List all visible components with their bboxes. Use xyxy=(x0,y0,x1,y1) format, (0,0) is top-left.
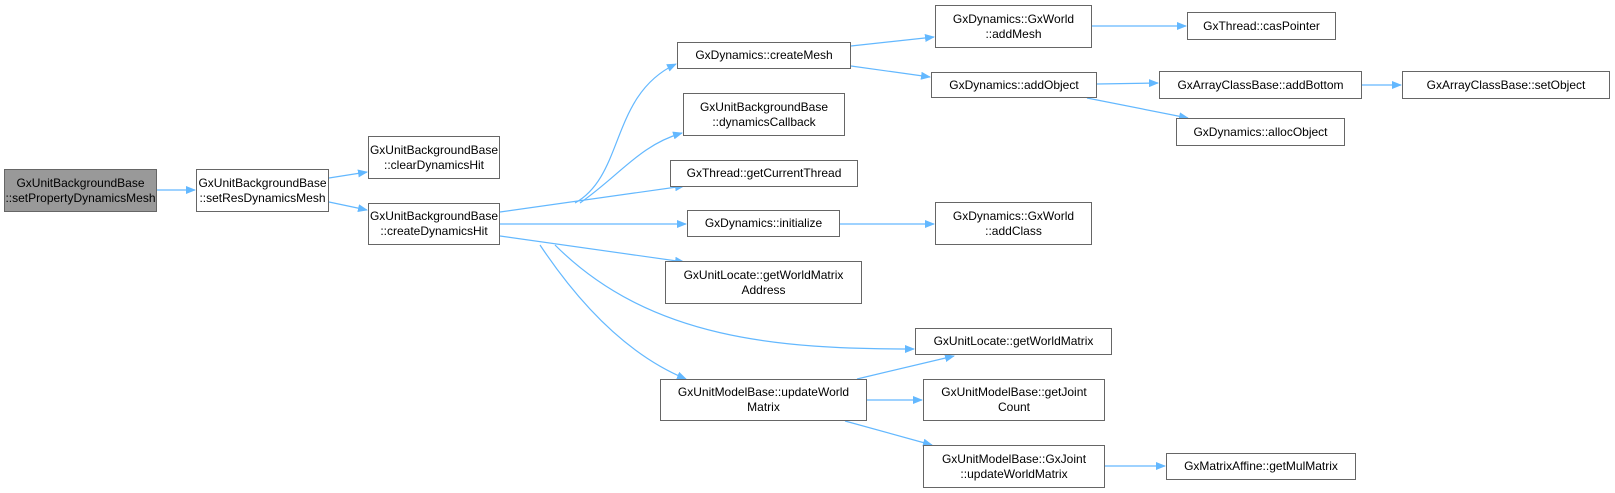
node-label: GxDynamics::GxWorld xyxy=(952,208,1075,223)
node-set-object[interactable]: GxArrayClassBase::setObject xyxy=(1402,71,1610,99)
node-alloc-object[interactable]: GxDynamics::allocObject xyxy=(1176,118,1345,146)
node-add-class[interactable]: GxDynamics::GxWorld ::addClass xyxy=(935,202,1092,245)
node-create-mesh[interactable]: GxDynamics::createMesh xyxy=(677,42,851,69)
node-label: GxDynamics::createMesh xyxy=(695,48,833,62)
node-label: ::addMesh xyxy=(985,26,1042,41)
node-add-bottom[interactable]: GxArrayClassBase::addBottom xyxy=(1159,71,1362,99)
node-clear-dynamics-hit[interactable]: GxUnitBackgroundBase ::clearDynamicsHit xyxy=(368,136,500,179)
node-label: GxUnitModelBase::GxJoint xyxy=(941,451,1087,466)
node-label: Matrix xyxy=(747,400,780,414)
node-label: GxUnitModelBase::getJoint xyxy=(941,385,1087,399)
node-get-mul-matrix[interactable]: GxMatrixAffine::getMulMatrix xyxy=(1166,453,1356,480)
node-update-world-matrix[interactable]: GxUnitModelBase::updateWorld Matrix xyxy=(660,379,867,421)
node-label: ::createDynamicsHit xyxy=(380,224,488,238)
node-label: GxDynamics::allocObject xyxy=(1193,124,1328,139)
node-dynamics-callback[interactable]: GxUnitBackgroundBase ::dynamicsCallback xyxy=(683,93,845,136)
node-initialize[interactable]: GxDynamics::initialize xyxy=(687,210,840,237)
node-label: GxDynamics::initialize xyxy=(704,216,823,230)
node-label: ::setPropertyDynamicsMesh xyxy=(5,190,156,205)
node-label: GxUnitLocate::getWorldMatrix xyxy=(933,334,1094,348)
edge xyxy=(574,63,677,204)
node-cas-pointer[interactable]: GxThread::casPointer xyxy=(1187,12,1336,40)
edge xyxy=(1096,79,1159,88)
node-label: GxArrayClassBase::addBottom xyxy=(1177,77,1344,92)
node-label: ::setResDynamicsMesh xyxy=(199,190,326,205)
edge xyxy=(850,65,931,80)
edge xyxy=(328,169,368,179)
node-set-property-dynamics-mesh[interactable]: GxUnitBackgroundBase ::setPropertyDynami… xyxy=(4,169,157,212)
node-label: GxUnitBackgroundBase xyxy=(198,175,327,190)
node-label: Address xyxy=(741,282,786,297)
node-label: ::clearDynamicsHit xyxy=(383,157,485,172)
node-label: GxUnitBackgroundBase xyxy=(369,209,499,223)
node-set-res-dynamics-mesh[interactable]: GxUnitBackgroundBase ::setResDynamicsMes… xyxy=(196,169,329,212)
node-label: GxMatrixAffine::getMulMatrix xyxy=(1184,459,1338,473)
node-label: GxThread::getCurrentThread xyxy=(686,166,842,180)
edge xyxy=(554,244,915,353)
node-get-world-matrix[interactable]: GxUnitLocate::getWorldMatrix xyxy=(915,328,1112,355)
node-label: GxDynamics::addObject xyxy=(949,77,1079,92)
node-get-joint-count[interactable]: GxUnitModelBase::getJoint Count xyxy=(923,379,1105,421)
edge xyxy=(499,183,685,213)
node-label: GxThread::casPointer xyxy=(1203,18,1320,33)
node-label: ::dynamicsCallback xyxy=(712,114,816,129)
node-label: GxUnitBackgroundBase xyxy=(369,142,499,157)
node-create-dynamics-hit[interactable]: GxUnitBackgroundBase ::createDynamicsHit xyxy=(368,203,500,245)
node-label: GxUnitLocate::getWorldMatrix xyxy=(683,267,844,282)
node-get-world-matrix-address[interactable]: GxUnitLocate::getWorldMatrix Address xyxy=(665,261,862,304)
node-joint-update-world-matrix[interactable]: GxUnitModelBase::GxJoint ::updateWorldMa… xyxy=(923,445,1105,488)
node-label: GxArrayClassBase::setObject xyxy=(1426,77,1586,92)
edge xyxy=(1086,97,1189,121)
edge xyxy=(844,420,933,447)
edge xyxy=(499,235,685,265)
node-label: ::updateWorldMatrix xyxy=(960,466,1068,481)
node-label: Count xyxy=(997,400,1031,414)
node-label: GxUnitModelBase::updateWorld xyxy=(677,385,850,399)
node-get-current-thread[interactable]: GxThread::getCurrentThread xyxy=(670,160,858,187)
node-label: GxDynamics::GxWorld xyxy=(952,11,1075,26)
edge xyxy=(856,354,955,380)
node-add-object[interactable]: GxDynamics::addObject xyxy=(931,72,1097,98)
edge xyxy=(328,201,368,213)
node-label: GxUnitBackgroundBase xyxy=(699,99,829,114)
edge xyxy=(539,244,687,380)
node-label: GxUnitBackgroundBase xyxy=(16,175,145,190)
node-add-mesh[interactable]: GxDynamics::GxWorld ::addMesh xyxy=(935,5,1092,48)
edge xyxy=(579,131,683,204)
edge xyxy=(850,33,935,47)
node-label: ::addClass xyxy=(985,223,1042,238)
